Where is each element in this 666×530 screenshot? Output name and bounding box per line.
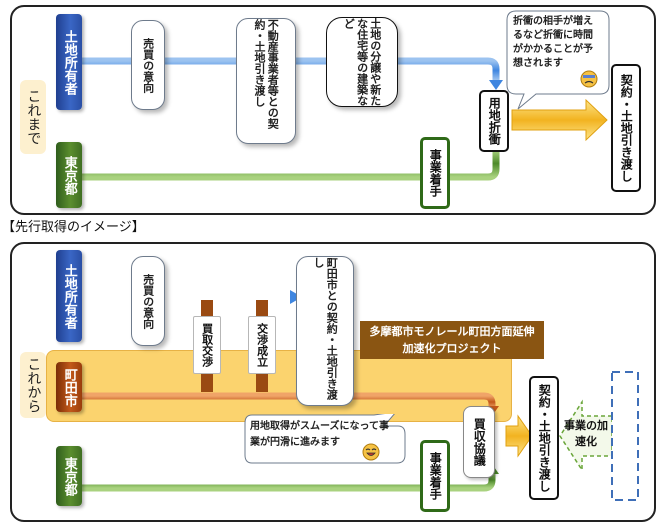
actor-machida: 町田市 [56,362,82,412]
step-acquisition-talks: 買収協議 [463,406,495,478]
step-land-negotiation: 用地折衝 [479,90,509,152]
era-label-future: これから [20,352,46,418]
step-agreement: 交渉成立 [248,316,276,374]
machida-flow-arrow [82,392,496,408]
actor-landowner: 土地所有者 [56,14,82,110]
smooth-note-text: 用地取得がスムーズになって事業が円滑に進みます [250,421,389,448]
step-contract-developer: 不動産事業者等との契約・土地引き渡し [236,18,296,144]
step-handover: 契約・土地引き渡し [611,64,641,192]
top-flow-arrows [82,57,608,181]
project-banner: 多摩都市モノレール町田方面延伸 加速化プロジェクト [360,321,544,359]
step-sale-intent-bottom: 売買の意向 [131,256,165,346]
acquisition-to-handover-arrow [505,414,533,458]
owner-flow-arrow [82,57,500,80]
actor-landowner-bottom: 土地所有者 [56,250,82,342]
delay-note-text: 折衝の相手が増えるなど折衝に時間がかかることが予想されます [513,16,593,69]
tokyo-flow-arrow-bottom [82,472,496,492]
happy-face-icon [362,443,380,461]
step-contract-machida: 町田市との契約・土地引き渡し [296,256,354,406]
tokyo-flow-arrow [82,150,500,181]
section-title: 【先行取得のイメージ】 [2,220,145,235]
step-project-start: 事業着手 [420,137,450,209]
step-purchase-negotiation: 買取交渉 [193,316,221,374]
step-project-start-bottom: 事業着手 [420,440,450,512]
project-banner-line2: 加速化プロジェクト [402,342,502,355]
actor-tokyo: 東京都 [56,142,82,208]
worried-face-icon [580,70,598,88]
step-handover-bottom: 契約・土地引き渡し [529,376,559,500]
step-subdivision: 土地の分譲や新たな住宅等の建築など [326,17,398,107]
actor-tokyo-bottom: 東京都 [56,446,82,506]
acceleration-arrow [559,399,613,473]
negotiation-to-handover-arrow [511,98,608,142]
acceleration-label: 事業の加速化 [564,419,608,448]
project-banner-line1: 多摩都市モノレール町田方面延伸 [369,324,535,338]
step-sale-intent: 売買の意向 [131,20,165,110]
era-label-current: これまで [20,80,46,154]
